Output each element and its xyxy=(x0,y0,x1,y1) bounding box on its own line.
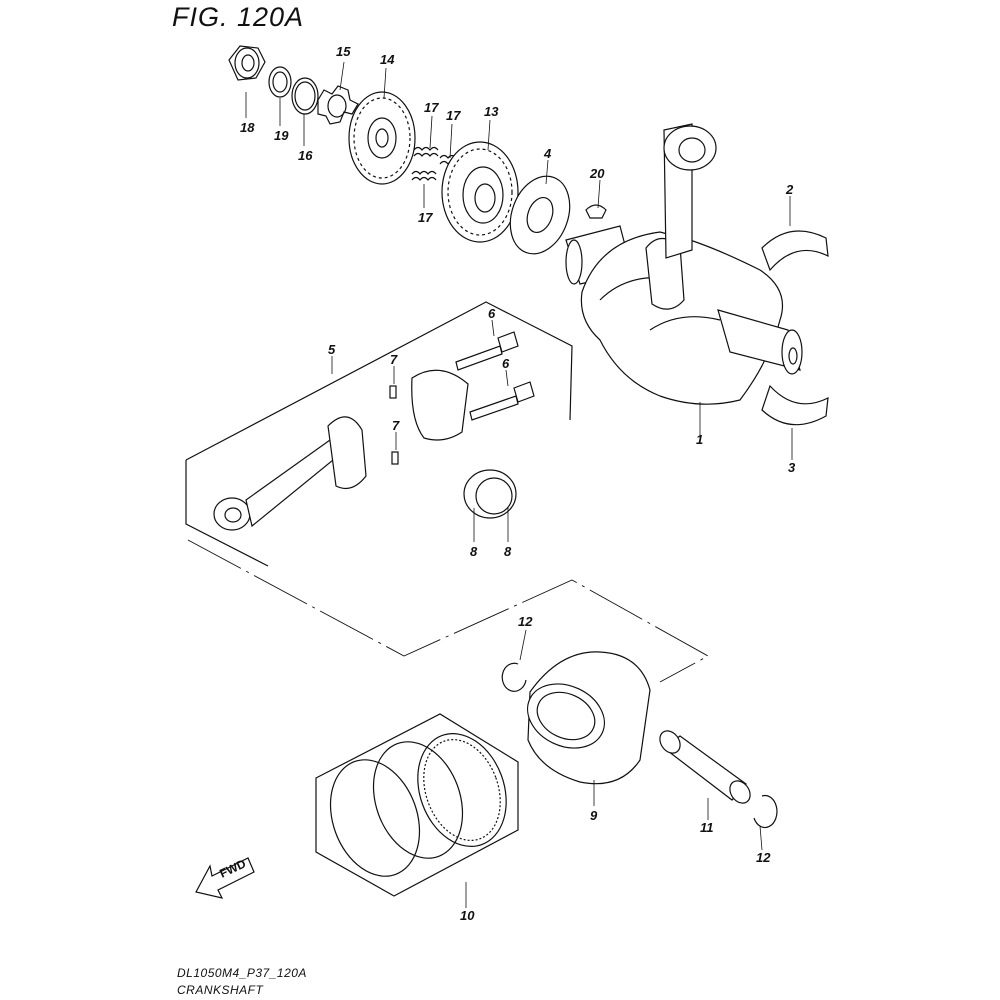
piston-group-lines xyxy=(187,539,709,683)
callout-6a: 6 xyxy=(488,306,496,321)
callout-9: 9 xyxy=(590,808,598,823)
callout-11: 11 xyxy=(700,820,714,835)
callout-19: 19 xyxy=(274,128,289,143)
callout-3: 3 xyxy=(788,460,796,475)
part-5-connecting-rod[interactable] xyxy=(213,416,367,531)
callout-2: 2 xyxy=(785,182,794,197)
part-20-key[interactable] xyxy=(585,204,607,219)
callout-12a: 12 xyxy=(518,614,533,629)
callout-20: 20 xyxy=(589,166,605,181)
part-19-washer[interactable] xyxy=(268,66,292,98)
part-15-lock-washer[interactable] xyxy=(317,85,359,125)
part-12-circlip-b[interactable] xyxy=(753,794,778,829)
section-name: CRANKSHAFT xyxy=(177,983,264,997)
callout-labels: 18 19 16 15 14 17 17 17 13 4 20 2 1 3 5 … xyxy=(240,44,796,923)
callout-16: 16 xyxy=(298,148,313,163)
callout-5: 5 xyxy=(328,342,336,357)
part-7-dowel-a[interactable] xyxy=(389,385,397,399)
leader-lines xyxy=(245,61,793,908)
part-14-gear[interactable] xyxy=(348,91,416,185)
part-8-bearing-pair[interactable] xyxy=(463,469,517,519)
callout-14: 14 xyxy=(380,52,395,67)
callout-7a: 7 xyxy=(390,352,398,367)
part-9-piston[interactable] xyxy=(517,651,651,785)
callout-4: 4 xyxy=(543,146,552,161)
callout-18: 18 xyxy=(240,120,255,135)
part-13-gear[interactable] xyxy=(441,141,519,243)
callout-15: 15 xyxy=(336,44,351,59)
part-11-piston-pin[interactable] xyxy=(656,727,755,807)
callout-10: 10 xyxy=(460,908,475,923)
part-1-crankshaft[interactable] xyxy=(565,123,803,405)
part-6-bolt-a[interactable] xyxy=(455,331,519,371)
part-3-bearing[interactable] xyxy=(761,384,829,426)
rod-cap xyxy=(411,369,469,441)
callout-8a: 8 xyxy=(470,544,478,559)
callout-12b: 12 xyxy=(756,850,771,865)
part-17-spring-a[interactable] xyxy=(413,146,439,157)
fwd-arrow-icon: FWD xyxy=(195,856,255,899)
part-17-spring-c[interactable] xyxy=(411,170,437,181)
ring-set-box xyxy=(315,713,519,897)
model-code: DL1050M4_P37_120A xyxy=(177,966,307,980)
callout-17c: 17 xyxy=(418,210,433,225)
part-4-thrust-washer[interactable] xyxy=(500,168,580,262)
callout-17a: 17 xyxy=(424,100,439,115)
callout-7b: 7 xyxy=(392,418,400,433)
callout-13: 13 xyxy=(484,104,499,119)
part-18-nut[interactable] xyxy=(228,45,266,81)
callout-6b: 6 xyxy=(502,356,510,371)
part-16-circlip[interactable] xyxy=(291,77,319,115)
part-12-circlip-a[interactable] xyxy=(501,662,527,692)
callout-17b: 17 xyxy=(446,108,461,123)
part-6-bolt-b[interactable] xyxy=(469,381,535,421)
part-7-dowel-b[interactable] xyxy=(391,451,399,465)
callout-1: 1 xyxy=(696,432,703,447)
part-2-bearing[interactable] xyxy=(761,230,829,272)
part-10-piston-rings[interactable] xyxy=(315,721,521,889)
conrod-assembly-box xyxy=(185,301,573,567)
figure-title: FIG. 120A xyxy=(172,2,305,32)
callout-8b: 8 xyxy=(504,544,512,559)
